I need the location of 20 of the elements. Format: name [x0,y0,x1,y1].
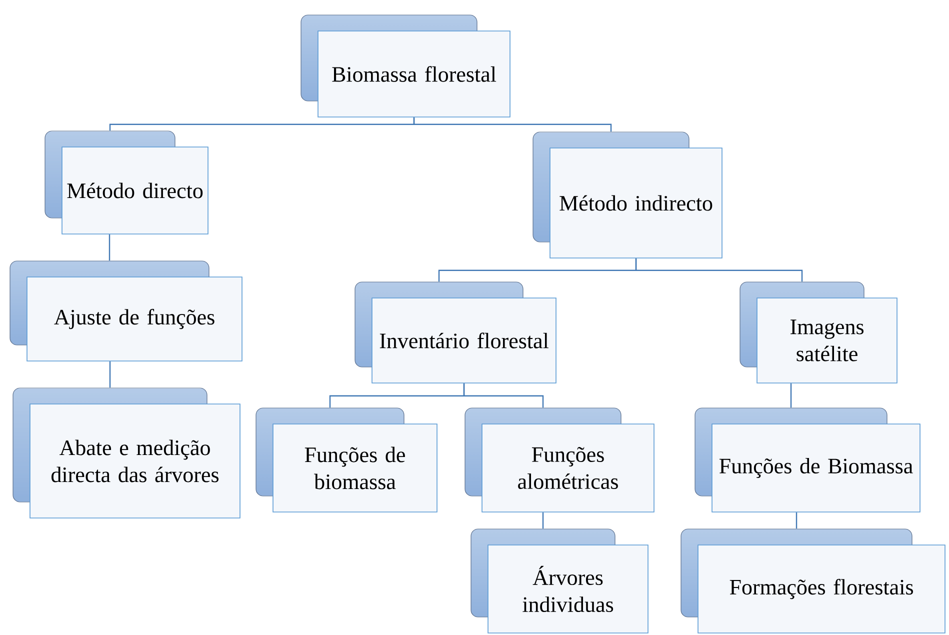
process-box: Funções de biomassa [256,408,438,512]
connector-line [463,383,544,408]
process-box: Funções de Biomassa [694,408,920,512]
connector-line [413,117,612,132]
process-box: Método directo [44,130,208,234]
process-box: Árvores individuas [470,528,648,634]
process-box: Imagens satélite [740,282,898,384]
process-box: Abate e medição directa das árvores [12,388,240,518]
process-box: Método indirecto [532,132,722,258]
connector-line [796,512,798,529]
connector-line [542,512,544,529]
process-box: Biomassa florestal [300,14,510,118]
connector-line [635,258,803,282]
connector-line [109,361,111,388]
process-box: Inventário florestal [354,282,556,384]
process-box: Ajuste de funções [10,260,242,362]
connector-line [108,234,110,261]
process-box: Funções alométricas [464,408,654,512]
connector-line [790,383,792,408]
process-box: Formações florestais [680,528,946,634]
